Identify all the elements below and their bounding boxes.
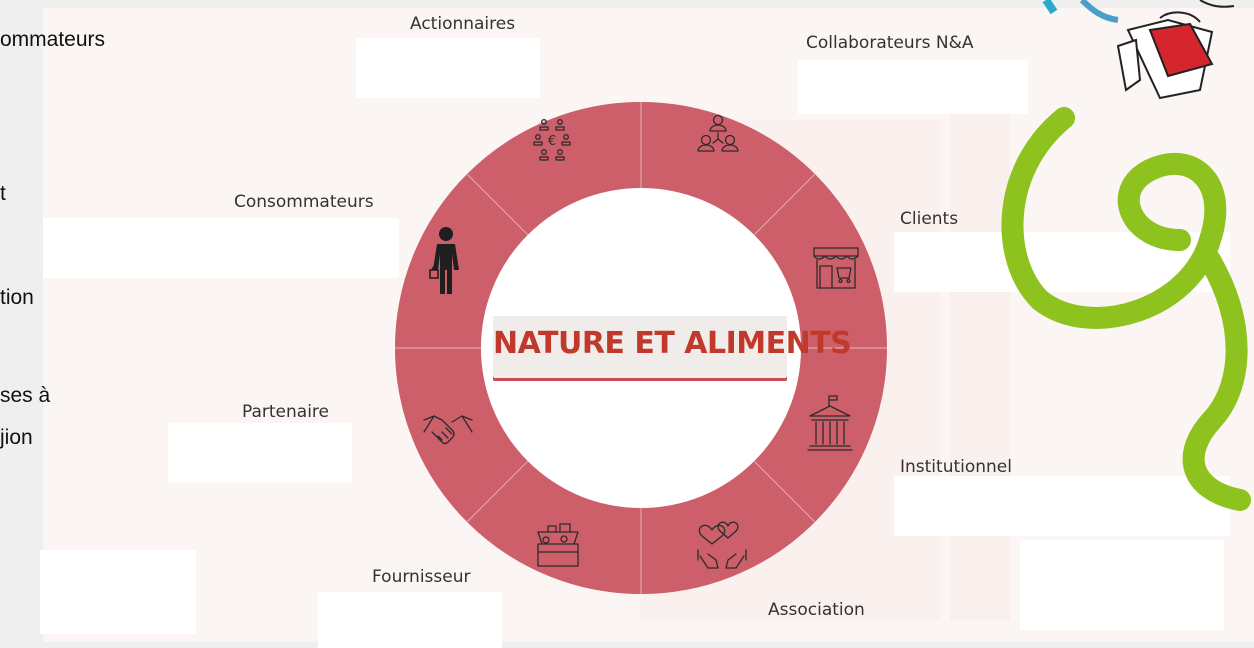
blank-box-actionnaires [356, 38, 540, 98]
background-text: ommateurs [0, 28, 106, 51]
team-hierarchy-icon [697, 114, 739, 152]
ring-divider [753, 173, 816, 236]
label-consommateurs: Consommateurs [234, 192, 374, 212]
blank-box-collaborateurs [798, 60, 1028, 114]
ring-divider [753, 460, 816, 523]
center-title-card: NATURE ET ALIMENTS [493, 316, 852, 378]
produce-crate-icon [537, 523, 579, 567]
label-fournisseur: Fournisseur [372, 567, 471, 587]
background-text: t [0, 182, 6, 205]
shopper-person-icon [429, 227, 459, 294]
label-actionnaires: Actionnaires [410, 14, 516, 34]
background-text: jion [0, 426, 33, 449]
label-association: Association [768, 600, 865, 620]
label-clients: Clients [900, 209, 959, 229]
investors-network-icon: € [533, 119, 571, 161]
background-text: ses à [0, 384, 51, 407]
blank-box-consommateurs [43, 218, 399, 278]
label-collaborateurs: Collaborateurs N&A [806, 33, 974, 53]
blank-box-fournisseur [318, 592, 502, 648]
hands-hearts-icon [697, 521, 747, 569]
shop-cart-icon [813, 247, 859, 289]
svg-text:€: € [548, 134, 556, 149]
blank-box-institutionnel [894, 476, 1230, 536]
ring-divider [466, 460, 529, 523]
ring-divider [466, 173, 529, 236]
label-partenaire: Partenaire [242, 402, 330, 422]
blank-box-partenaire [168, 423, 352, 483]
government-building-icon [807, 395, 853, 451]
center-title: NATURE ET ALIMENTS [493, 326, 852, 361]
handshake-icon [423, 415, 473, 445]
blank-box-left [40, 550, 196, 634]
background-text: tion [0, 286, 34, 309]
label-institutionnel: Institutionnel [900, 457, 1012, 477]
blank-box-right [1020, 540, 1224, 630]
